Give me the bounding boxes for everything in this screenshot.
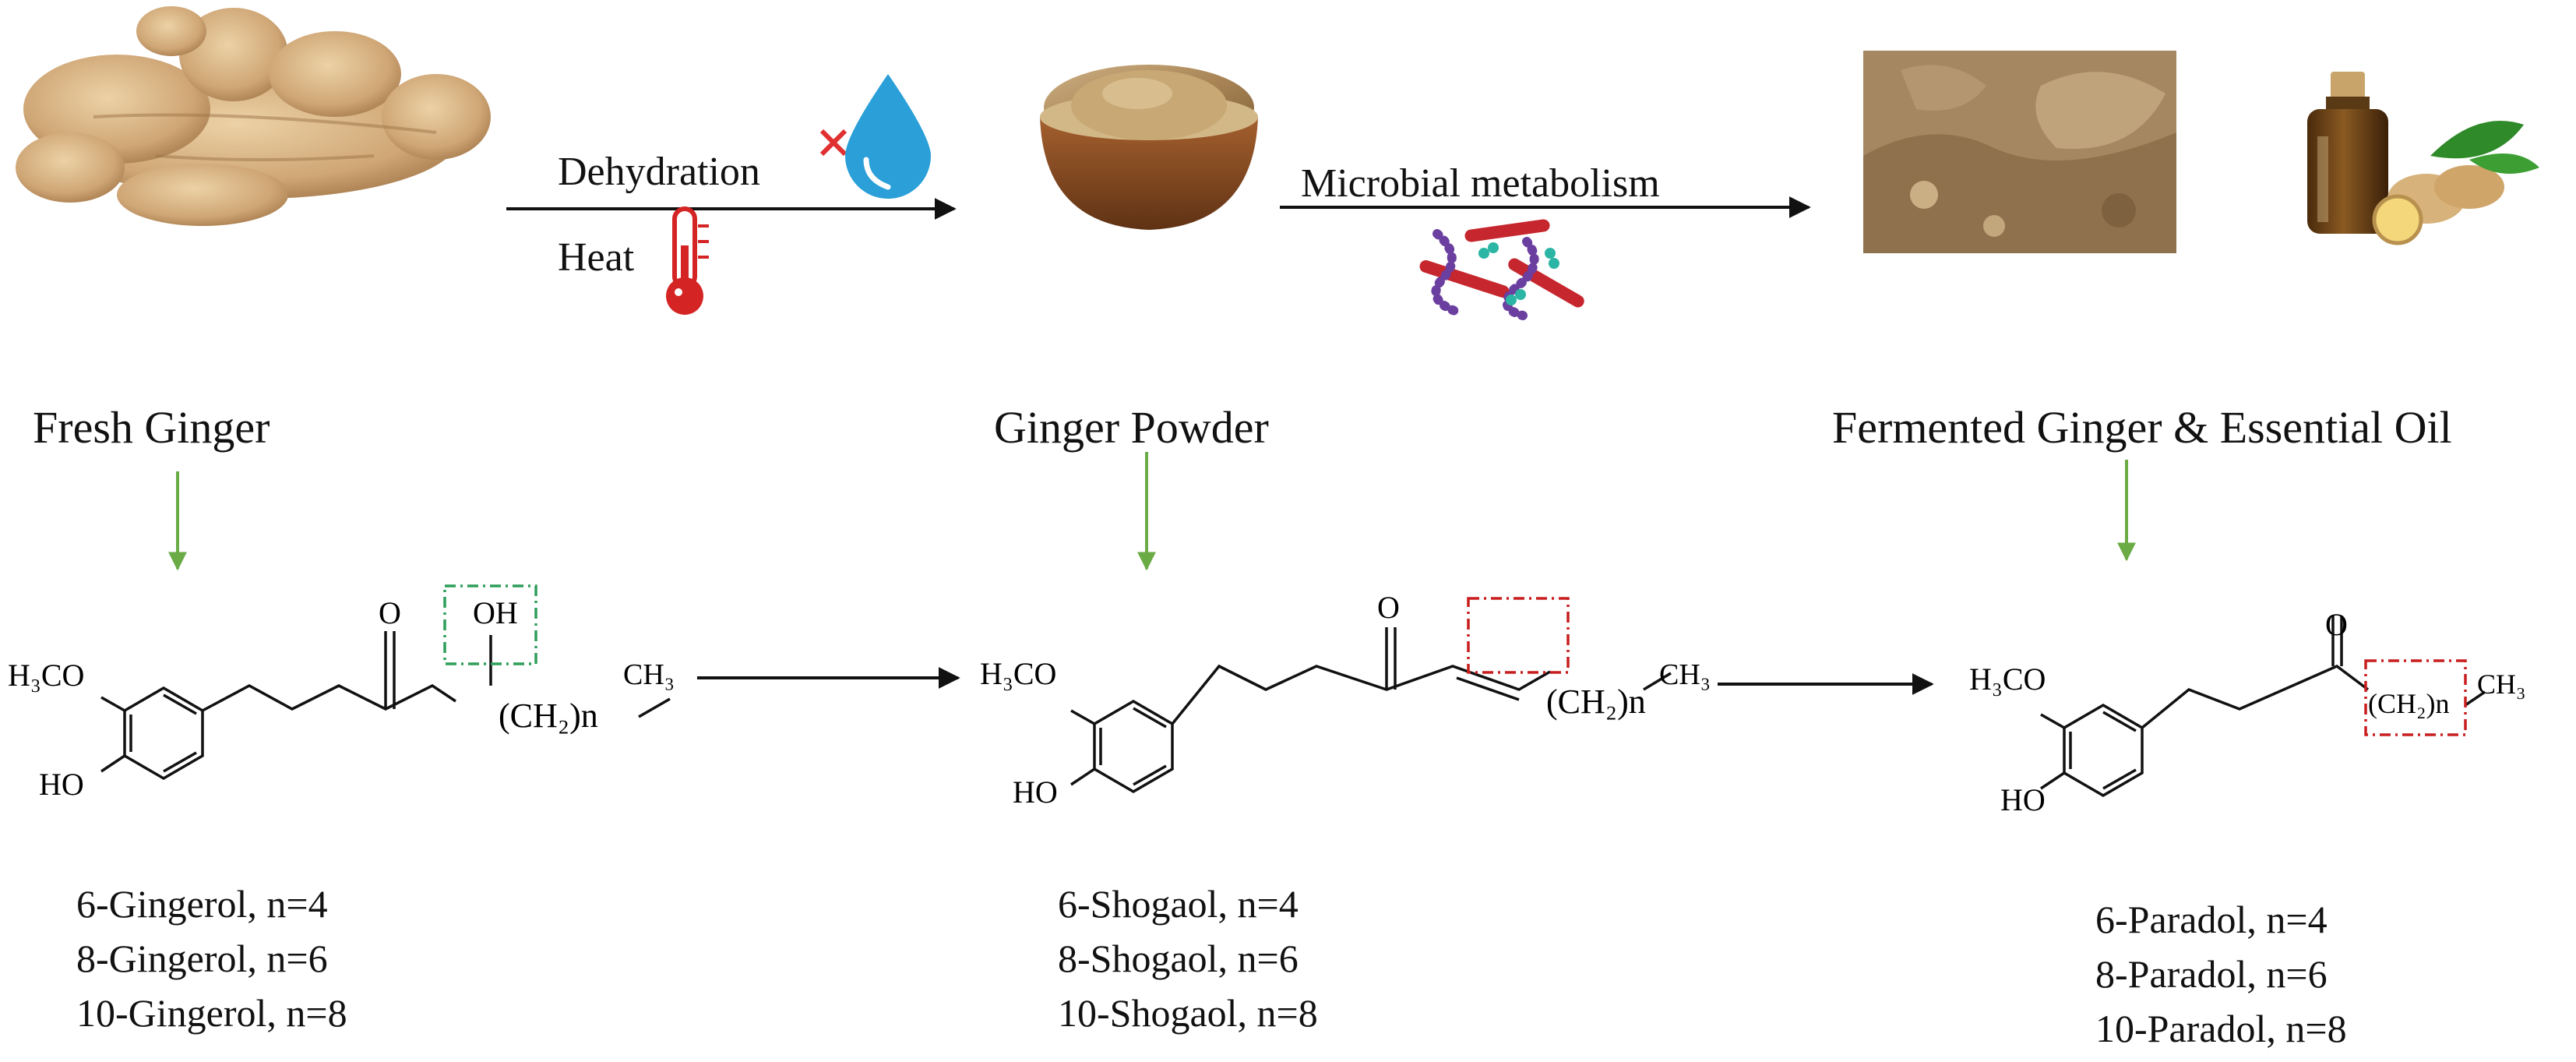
gingerol-8-label: 8-Gingerol, n=6	[76, 937, 328, 980]
gingerol-methoxy: H₃CO	[8, 658, 84, 693]
gingerol-highlight-box	[443, 584, 537, 665]
paradol-methoxy: H₃CO	[1969, 662, 2046, 697]
paradol-8-label: 8-Paradol, n=6	[2095, 952, 2328, 996]
shogaol-6-label: 6-Shogaol, n=4	[1058, 882, 1299, 926]
gingerol-6-label: 6-Gingerol, n=4	[76, 882, 328, 926]
dehydration-label: Dehydration	[558, 150, 760, 194]
fermented-ginger-title: Fermented Ginger & Essential Oil	[1832, 402, 2452, 453]
shogaol-highlight-box	[1467, 597, 1570, 674]
gingerol-oh: OH	[473, 595, 518, 630]
gingerol-terminal: CH₃	[623, 658, 675, 691]
water-drop-icon	[845, 74, 931, 199]
shogaol-8-label: 8-Shogaol, n=6	[1058, 937, 1299, 980]
paradol-10-label: 10-Paradol, n=8	[2095, 1007, 2347, 1050]
ginger-powder-bowl-image	[1040, 65, 1258, 230]
thermometer-icon	[666, 206, 709, 315]
shogaol-hydroxy: HO	[1013, 774, 1058, 810]
microbial-metabolism-label: Microbial metabolism	[1301, 161, 1660, 206]
shogaol-methoxy: H₃CO	[980, 656, 1056, 691]
paradol-hydroxy: HO	[2000, 782, 2046, 817]
gingerol-chain: (CH₂)n	[499, 697, 598, 735]
gingerol-structure	[100, 631, 671, 781]
shogaol-ketone-o: O	[1377, 590, 1400, 625]
paradol-structure	[2040, 616, 2486, 798]
paradol-terminal: CH₃	[2477, 669, 2526, 700]
gingerol-ketone-o: O	[379, 595, 401, 630]
paradol-highlight-box	[2364, 659, 2467, 736]
shogaol-chain: (CH₂)n	[1546, 683, 1646, 721]
heat-label: Heat	[558, 235, 635, 280]
shogaol-10-label: 10-Shogaol, n=8	[1058, 991, 1318, 1035]
shogaol-structure	[1070, 627, 1672, 794]
shogaol-terminal: CH₃	[1659, 658, 1711, 691]
paradol-chain: (CH₂)n	[2368, 688, 2450, 719]
fermented-ginger-image	[1863, 51, 2176, 253]
microbes-icon	[1419, 219, 1584, 320]
essential-oil-bottle-image	[2307, 72, 2539, 245]
paradol-ketone-o: O	[2325, 607, 2348, 642]
cross-icon	[819, 129, 848, 157]
gingerol-10-label: 10-Gingerol, n=8	[76, 991, 347, 1035]
gingerol-hydroxy: HO	[39, 767, 84, 802]
paradol-6-label: 6-Paradol, n=4	[2095, 898, 2328, 941]
fresh-ginger-title: Fresh Ginger	[33, 402, 270, 453]
ginger-root-image	[16, 6, 491, 226]
ginger-powder-title: Ginger Powder	[994, 402, 1269, 453]
